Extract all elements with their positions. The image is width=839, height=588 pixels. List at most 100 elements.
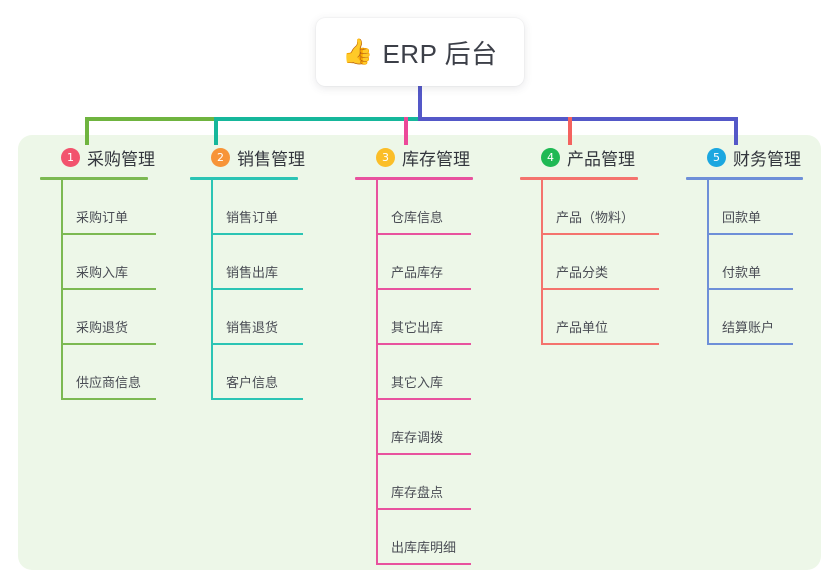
list-item-underline: [61, 398, 156, 400]
column-1: 1 采购管理采购订单采购入库采购退货供应商信息: [40, 144, 156, 400]
list-item-underline: [61, 233, 156, 235]
list-item[interactable]: 付款单: [686, 235, 803, 290]
list-item-label: 产品（物料）: [556, 210, 635, 225]
column-title: 财务管理: [733, 149, 801, 169]
list-item-label: 仓库信息: [391, 210, 444, 225]
list-item-underline: [61, 288, 156, 290]
list-item[interactable]: 回款单: [686, 180, 803, 235]
column-header[interactable]: 5 财务管理: [686, 144, 803, 170]
list-item[interactable]: 产品单位: [520, 290, 659, 345]
list-item-underline: [376, 343, 471, 345]
connector-drop-1: [85, 117, 89, 145]
list-item-label: 产品分类: [556, 265, 609, 280]
column-header[interactable]: 2 销售管理: [190, 144, 305, 170]
number-badge-icon: 4: [541, 147, 560, 167]
list-item-label: 采购订单: [76, 210, 129, 225]
list-item[interactable]: 采购退货: [40, 290, 156, 345]
list-item-underline: [211, 398, 303, 400]
column-items: 仓库信息产品库存其它出库其它入库库存调拨库存盘点出库库明细: [355, 180, 473, 565]
branch-spine: [61, 180, 63, 400]
column-header[interactable]: 4 产品管理: [520, 144, 638, 170]
number-badge-icon: 1: [61, 147, 80, 167]
connector-bar-green: [85, 117, 216, 121]
list-item-underline: [211, 343, 303, 345]
list-item[interactable]: 供应商信息: [40, 345, 156, 400]
list-item[interactable]: 采购入库: [40, 235, 156, 290]
connector-drop-4: [568, 117, 572, 145]
content-panel: [18, 135, 821, 570]
list-item[interactable]: 产品库存: [355, 235, 473, 290]
list-item[interactable]: 产品分类: [520, 235, 659, 290]
column-header[interactable]: 1 采购管理: [40, 144, 155, 170]
list-item-underline: [707, 233, 793, 235]
column-underline: [355, 177, 473, 180]
list-item-underline: [376, 508, 471, 510]
connector-drop-3: [404, 117, 408, 145]
list-item-underline: [376, 453, 471, 455]
list-item[interactable]: 其它入库: [355, 345, 473, 400]
list-item-label: 销售出库: [226, 265, 279, 280]
list-item-underline: [707, 288, 793, 290]
list-item[interactable]: 客户信息: [190, 345, 305, 400]
list-item[interactable]: 仓库信息: [355, 180, 473, 235]
column-underline: [686, 177, 803, 180]
column-title: 销售管理: [237, 149, 305, 169]
column-items: 销售订单销售出库销售退货客户信息: [190, 180, 305, 400]
branch-spine: [376, 180, 378, 565]
trunk-connector: [418, 84, 422, 120]
list-item[interactable]: 出库库明细: [355, 510, 473, 565]
column-underline: [40, 177, 148, 180]
list-item-underline: [541, 233, 659, 235]
list-item-underline: [707, 343, 793, 345]
list-item-label: 采购退货: [76, 320, 129, 335]
connector-bar-teal: [214, 117, 420, 121]
list-item[interactable]: 销售订单: [190, 180, 305, 235]
column-items: 产品（物料） 产品分类产品单位: [520, 180, 659, 345]
column-4: 4 产品管理产品（物料） 产品分类产品单位: [520, 144, 659, 345]
list-item-label: 其它出库: [391, 320, 444, 335]
list-item[interactable]: 采购订单: [40, 180, 156, 235]
list-item[interactable]: 库存调拨: [355, 400, 473, 455]
list-item-label: 产品单位: [556, 320, 609, 335]
list-item-label: 销售订单: [226, 210, 279, 225]
list-item-underline: [376, 233, 471, 235]
connector-drop-2: [214, 117, 218, 145]
list-item[interactable]: 销售出库: [190, 235, 305, 290]
number-badge-icon: 2: [211, 147, 230, 167]
list-item[interactable]: 销售退货: [190, 290, 305, 345]
list-item-underline: [211, 288, 303, 290]
list-item[interactable]: 产品（物料）: [520, 180, 659, 235]
column-2: 2 销售管理销售订单销售出库销售退货客户信息: [190, 144, 305, 400]
list-item-label: 其它入库: [391, 375, 444, 390]
connector-drop-5: [734, 117, 738, 145]
list-item-label: 付款单: [722, 265, 762, 280]
list-item-underline: [541, 288, 659, 290]
column-5: 5 财务管理回款单付款单结算账户: [686, 144, 803, 345]
list-item[interactable]: 结算账户: [686, 290, 803, 345]
list-item-label: 结算账户: [722, 320, 775, 335]
column-title: 产品管理: [567, 149, 635, 169]
root-node[interactable]: 👍 ERP 后台: [316, 18, 524, 86]
column-title: 采购管理: [87, 149, 155, 169]
list-item-underline: [376, 563, 471, 565]
column-items: 采购订单采购入库采购退货供应商信息: [40, 180, 156, 400]
number-badge-icon: 3: [376, 147, 395, 167]
list-item-label: 产品库存: [391, 265, 444, 280]
list-item-underline: [211, 233, 303, 235]
list-item[interactable]: 其它出库: [355, 290, 473, 345]
number-badge-icon: 5: [707, 147, 726, 167]
branch-spine: [541, 180, 543, 345]
list-item-label: 销售退货: [226, 320, 279, 335]
list-item-label: 回款单: [722, 210, 762, 225]
branch-spine: [211, 180, 213, 400]
list-item-underline: [61, 343, 156, 345]
list-item-label: 采购入库: [76, 265, 129, 280]
thumbs-up-icon: 👍: [342, 37, 374, 66]
list-item[interactable]: 库存盘点: [355, 455, 473, 510]
page-title: ERP 后台: [382, 38, 498, 69]
list-item-label: 客户信息: [226, 375, 279, 390]
list-item-label: 出库库明细: [391, 540, 457, 555]
